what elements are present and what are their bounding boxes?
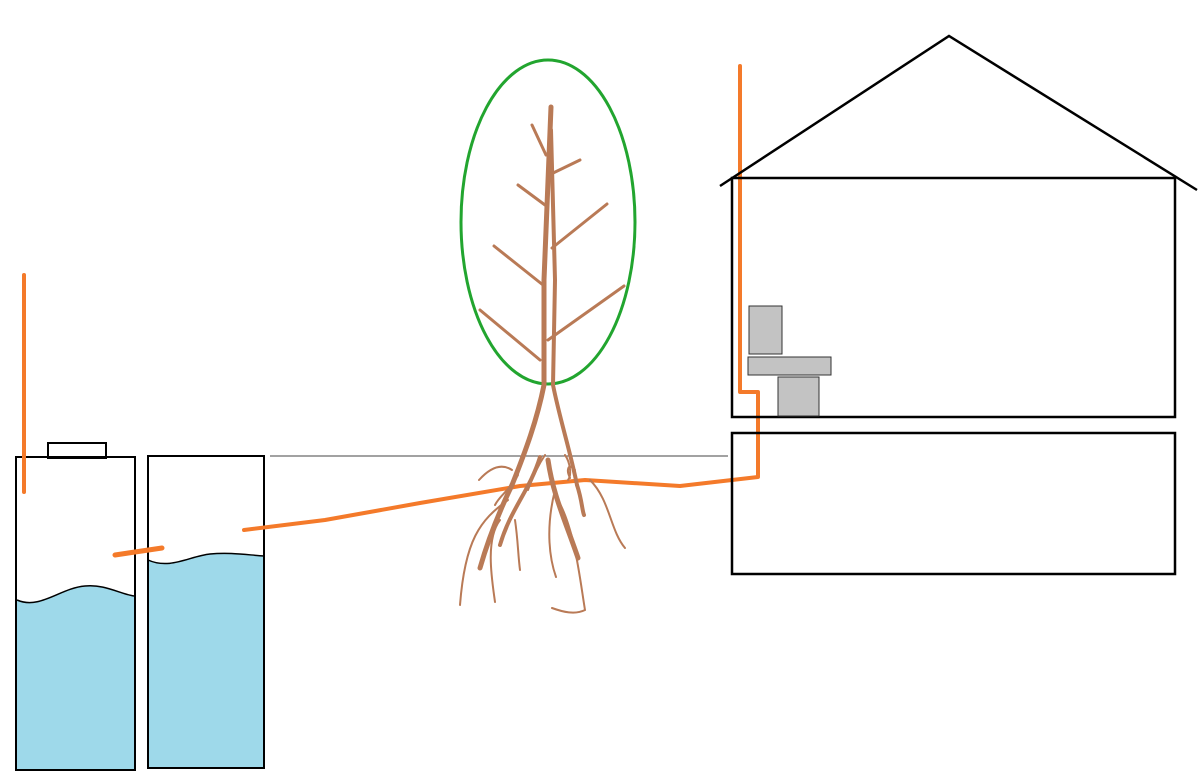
house-icon — [719, 34, 1198, 576]
septic-tank-lid — [47, 442, 107, 459]
septic-tank-right-water-surface — [147, 552, 265, 565]
tree-branches — [478, 123, 626, 362]
tree-roots — [459, 454, 626, 614]
septic-tank-right-water — [148, 553, 264, 768]
toilet-bowl — [777, 376, 820, 417]
tree-root-main-left — [477, 482, 515, 571]
toilet-icon — [747, 305, 832, 417]
tank-connector-pipe — [112, 545, 165, 558]
pipes — [22, 64, 760, 558]
tree-fine-roots — [459, 454, 626, 614]
septic-tank-left-water-surface — [16, 585, 135, 604]
tree-trunk-right — [549, 128, 579, 487]
toilet-tank — [748, 305, 783, 355]
tree-trunk — [509, 104, 554, 488]
tree-icon — [459, 58, 637, 614]
house-upper-floor — [730, 176, 1177, 419]
septic-tank-right — [147, 455, 265, 769]
tree-root-left — [498, 455, 542, 547]
tree-canopy — [459, 58, 637, 386]
septic-tank-left-body — [15, 456, 136, 771]
septic-tank-left — [15, 442, 136, 771]
tree-root-right — [575, 483, 586, 517]
house-basement — [730, 431, 1177, 576]
tree-trunk-and-branches — [478, 104, 626, 488]
house-roof — [719, 34, 1198, 192]
toilet-seat — [747, 356, 832, 376]
septic-tank-left-water — [17, 585, 134, 770]
septic-tank-right-body — [147, 455, 265, 769]
sewer-main-pipe — [242, 64, 760, 532]
